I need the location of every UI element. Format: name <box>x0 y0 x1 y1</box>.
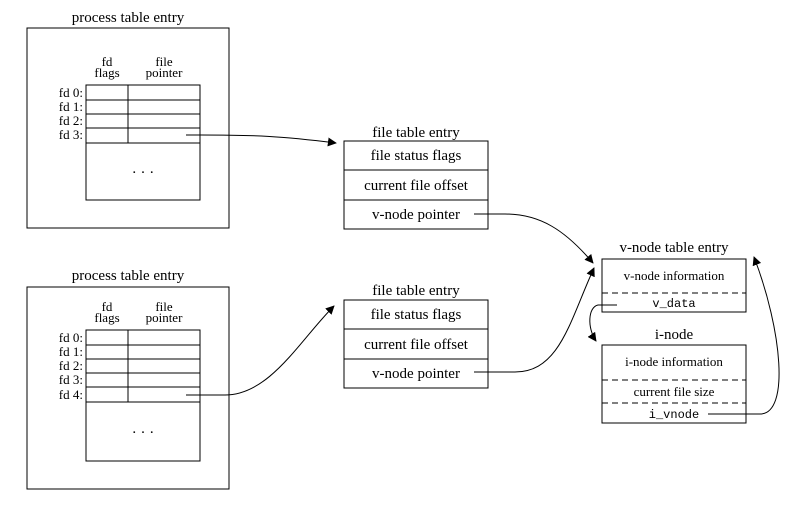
file-table-entry-1: file table entry file status flags curre… <box>343 125 489 230</box>
fd3-to-file-table-arrow <box>186 134 337 147</box>
file-table-1-box <box>343 140 489 230</box>
current-file-size-cell: current file size <box>634 384 715 399</box>
process-table-1-fd-label: fd 1: <box>59 99 83 114</box>
vnode-table-box <box>601 258 747 313</box>
process-table-2-fd-label: fd 4: <box>59 387 83 402</box>
fd4-to-file-table-arrow <box>186 305 335 396</box>
process-table-entry-2: process table entry fd flags file pointe… <box>26 268 230 490</box>
vnode-table-title: v-node table entry <box>619 240 729 256</box>
process-table-1-title: process table entry <box>72 10 185 26</box>
file-table-entry-2: file table entry file status flags curre… <box>343 283 489 389</box>
vnode-pointer-cell: v-node pointer <box>372 366 460 382</box>
process-table-2-fd-table <box>85 329 201 462</box>
process-table-1-col-flags-label: flags <box>94 65 119 80</box>
process-table-2-col-pointer-label: pointer <box>146 310 183 325</box>
i-vnode-cell: i_vnode <box>649 408 699 422</box>
process-table-2-title: process table entry <box>72 268 185 284</box>
file-table-2-title: file table entry <box>372 283 460 299</box>
process-table-1-fd-label: fd 0: <box>59 85 83 100</box>
vnode-pointer-cell: v-node pointer <box>372 207 460 223</box>
pointer-arrows <box>186 134 780 415</box>
process-table-2-frame <box>26 286 230 490</box>
file-status-flags-cell: file status flags <box>371 307 462 323</box>
process-table-2-fd-label: fd 3: <box>59 372 83 387</box>
vnode-table-entry: v-node table entry v-node information v_… <box>601 240 747 313</box>
v-data-to-inode-arrow <box>587 304 617 342</box>
process-table-2-fd-label: fd 2: <box>59 358 83 373</box>
vnode-pointer-1-arrow <box>474 213 594 264</box>
process-table-1-col-fd-label: fd <box>102 54 113 69</box>
inode-box <box>601 344 747 424</box>
current-file-offset-cell: current file offset <box>364 337 469 353</box>
process-table-1-col-file-label: file <box>155 54 173 69</box>
current-file-offset-cell: current file offset <box>364 178 469 194</box>
vnode-pointer-2-arrow <box>474 267 595 373</box>
process-table-1-frame <box>26 27 230 229</box>
process-table-2-col-fd-label: fd <box>102 299 113 314</box>
process-table-1-fd-label: fd 2: <box>59 113 83 128</box>
vnode-information-cell: v-node information <box>624 268 725 283</box>
v-data-cell: v_data <box>652 297 695 311</box>
process-table-2-col-flags-label: flags <box>94 310 119 325</box>
inode-entry: i-node i-node information current file s… <box>601 327 747 424</box>
file-status-flags-cell: file status flags <box>371 148 462 164</box>
inode-information-cell: i-node information <box>625 354 723 369</box>
process-table-1-fd-label: fd 3: <box>59 127 83 142</box>
i-vnode-back-pointer-arrow <box>708 256 780 415</box>
process-table-1-col-pointer-label: pointer <box>146 65 183 80</box>
inode-title: i-node <box>655 327 694 343</box>
file-table-2-box <box>343 299 489 389</box>
process-table-entry-1: process table entry fd flags file pointe… <box>26 10 230 229</box>
process-table-2-fd-label: fd 0: <box>59 330 83 345</box>
process-table-2-ellipsis: · · · <box>132 425 155 441</box>
process-table-1-ellipsis: · · · <box>132 165 155 181</box>
process-table-2-fd-label: fd 1: <box>59 344 83 359</box>
file-table-1-title: file table entry <box>372 125 460 141</box>
process-table-2-col-file-label: file <box>155 299 173 314</box>
